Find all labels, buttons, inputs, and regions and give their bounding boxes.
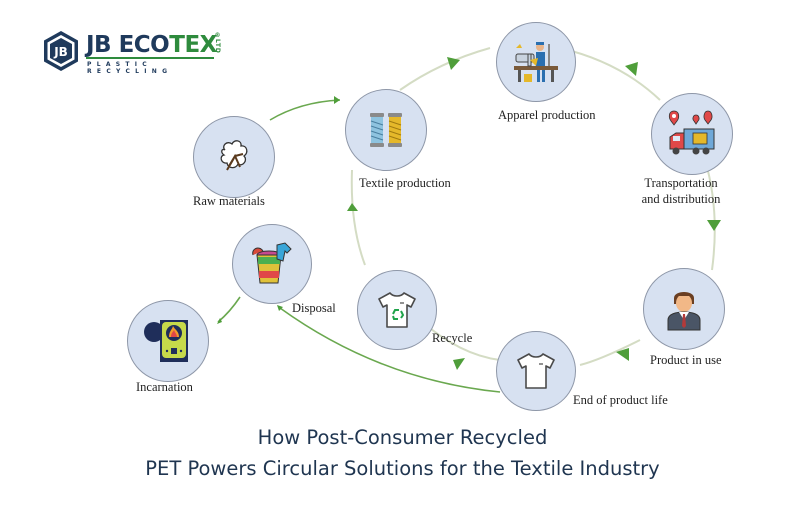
page-title-line2: PET Powers Circular Solutions for the Te… — [145, 457, 660, 480]
arrow-icon — [277, 305, 283, 311]
arrow-icon — [616, 348, 629, 361]
brand-primary: JB ECO — [86, 32, 170, 58]
label-product-in-use: Product in use — [650, 353, 722, 367]
trash-bin-icon — [252, 242, 292, 284]
sewing-worker-icon — [514, 42, 558, 82]
svg-text:JB: JB — [53, 45, 68, 59]
jb-emblem-icon: JB — [44, 31, 78, 71]
arrow-icon — [217, 318, 222, 324]
label-recycle: Recycle — [432, 331, 473, 345]
thread-spools-icon — [370, 113, 402, 147]
node-end-of-life — [496, 331, 576, 411]
registered-mark: ® — [214, 32, 221, 39]
tshirt-icon — [517, 353, 555, 389]
node-apparel-production — [496, 22, 576, 102]
recycle-icon — [392, 309, 405, 320]
node-product-in-use — [643, 268, 725, 350]
brand-suffix: ® LTD — [214, 32, 221, 54]
arrow-icon — [334, 96, 340, 104]
arrow-heads — [217, 57, 721, 370]
delivery-truck-icon — [668, 110, 715, 155]
node-incarnation — [127, 300, 209, 382]
label-transportation-line1: Transportation — [644, 176, 718, 190]
cotton-icon — [220, 140, 248, 171]
node-raw-materials — [193, 116, 275, 198]
node-recycle — [357, 270, 437, 350]
label-transportation: Transportation and distribution — [617, 175, 745, 207]
node-transportation — [651, 93, 733, 175]
brand-accent: TEX — [169, 32, 217, 58]
arrow-icon — [707, 220, 721, 231]
businessman-icon — [667, 292, 701, 331]
node-textile-production — [345, 89, 427, 171]
label-raw-materials: Raw materials — [193, 194, 265, 208]
label-disposal: Disposal — [292, 301, 336, 315]
arrow-icon — [347, 203, 358, 211]
label-incarnation: Incarnation — [136, 380, 193, 394]
label-transportation-line2: and distribution — [641, 192, 721, 206]
ltd-text: LTD — [214, 39, 221, 54]
arrow-icon — [447, 57, 460, 70]
recycled-tshirt-icon — [378, 292, 416, 328]
incinerator-icon — [144, 320, 188, 362]
node-disposal — [232, 224, 312, 304]
label-end-of-life: End of product life — [573, 393, 668, 407]
logo: JB JB ECOTEX ® LTD PLASTIC RECYCLING — [42, 30, 232, 75]
brand-name: JB ECOTEX — [86, 33, 217, 57]
brand-tagline: PLASTIC RECYCLING — [87, 61, 173, 75]
label-apparel-production: Apparel production — [498, 108, 596, 122]
label-textile-production: Textile production — [359, 176, 451, 190]
page-title-line1: How Post-Consumer Recycled — [257, 426, 548, 449]
arrow-icon — [453, 358, 465, 370]
arrow-icon — [625, 62, 638, 76]
brand-divider — [86, 57, 214, 59]
